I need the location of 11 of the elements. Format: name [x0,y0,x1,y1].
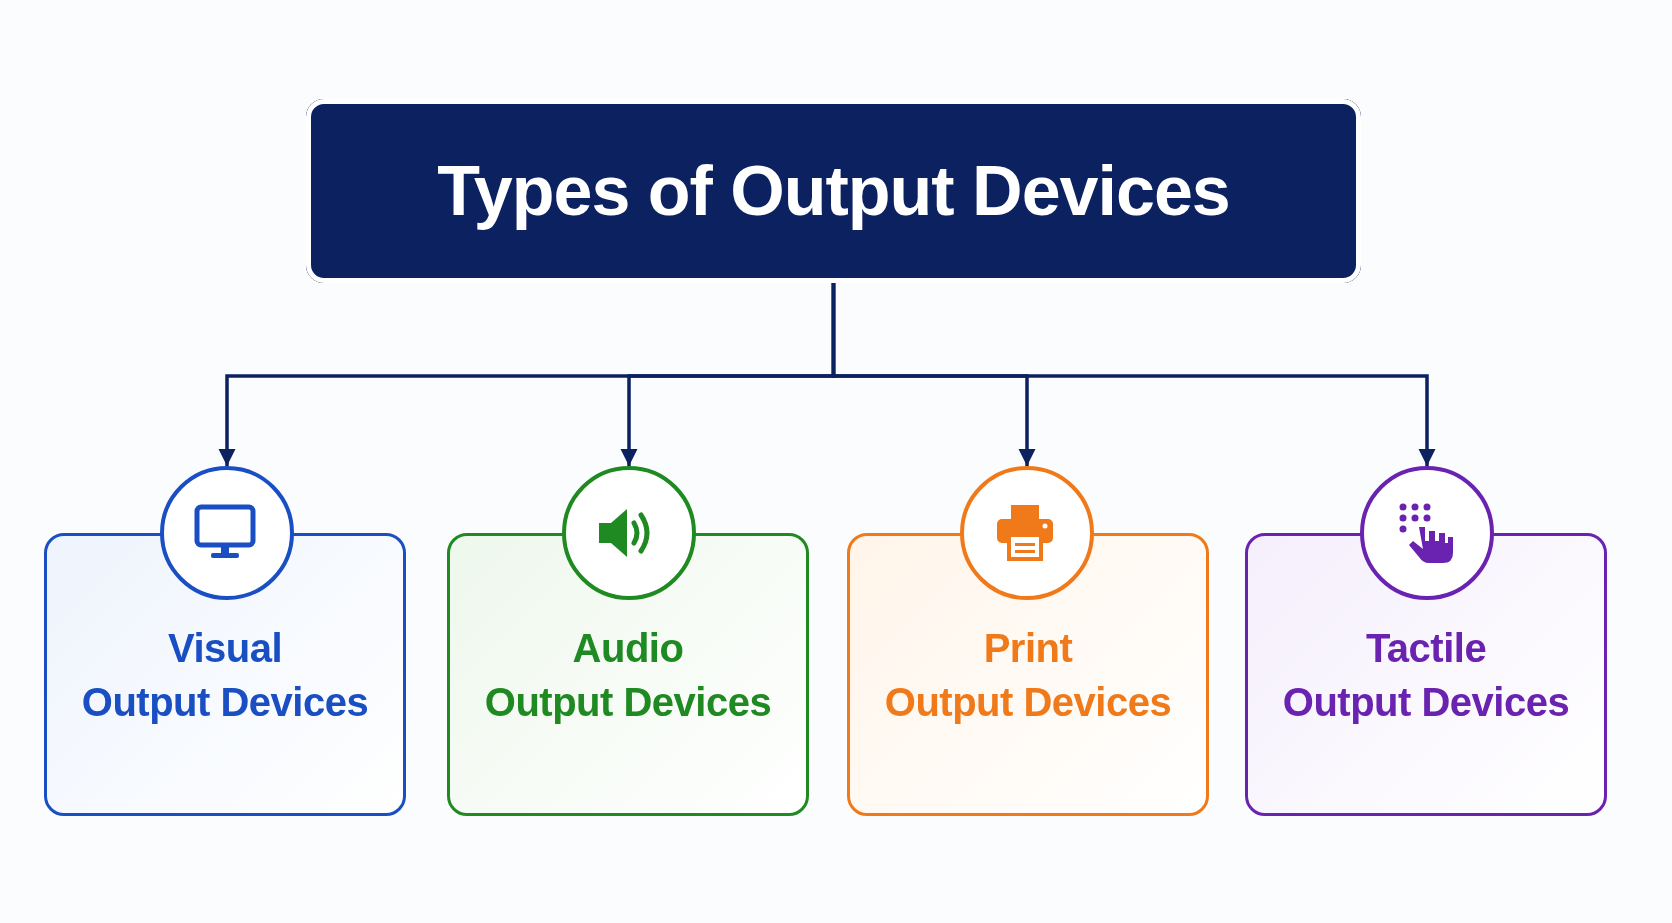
connector-arrow [831,283,1436,466]
category-subtitle: Output Devices [80,679,370,726]
category-heading: Print [982,625,1074,672]
category-subtitle: Output Devices [883,679,1173,726]
title-banner [306,99,1361,283]
category-heading: Visual [166,625,284,672]
category-subtitle: Output Devices [483,679,773,726]
category-heading: Audio [571,625,685,672]
category-heading: Tactile [1364,625,1488,672]
category-subtitle: Output Devices [1281,679,1571,726]
title-text: Types of Output Devices [437,151,1230,231]
